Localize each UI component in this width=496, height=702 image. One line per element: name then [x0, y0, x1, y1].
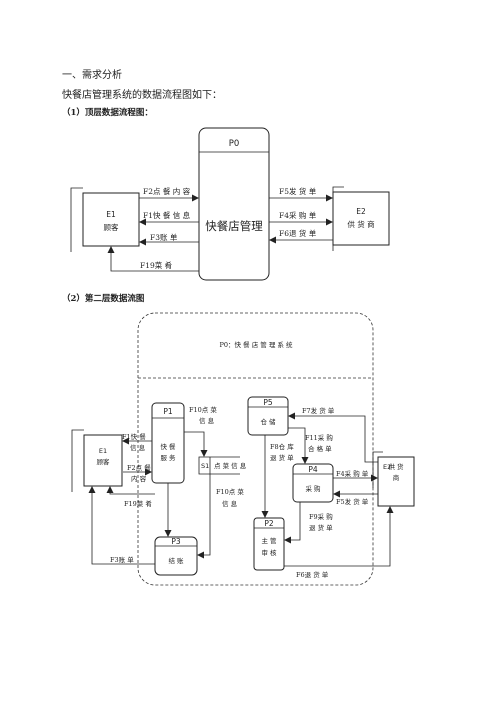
p5-id: P5: [263, 398, 273, 407]
process-p3: P3 结 账: [154, 536, 198, 576]
flow2-f9-label-b: 退 货 单: [309, 523, 333, 532]
p2-id: P2: [264, 519, 274, 528]
e2-id: E2: [356, 207, 366, 216]
p5-name: 仓 储: [260, 417, 276, 426]
flow2-f9-label-a: F9采 购: [309, 512, 333, 521]
flow-f5-label: F5发 货 单: [279, 186, 317, 196]
flow-f4-label: F4采 购 单: [279, 210, 317, 220]
flow2-f11-arrow: [288, 427, 309, 464]
p0-name: 快餐店管理: [205, 219, 263, 233]
top-level-subtitle: （1）顶层数据流程图：: [62, 108, 153, 118]
p4-name: 采 购: [305, 484, 321, 493]
flow2-f3-label: F3账 单: [110, 555, 134, 564]
section-title: 一、需求分析: [62, 70, 122, 81]
flow2-f10-top-label-a: F10点 菜: [189, 405, 217, 414]
process-p5: P5 仓 储: [247, 396, 289, 436]
flow2-f2-label-a: F2点 餐: [127, 463, 151, 472]
p2-name-a: 主 管: [261, 536, 277, 545]
e1-name-level2: 顾客: [97, 457, 111, 466]
e1-name: 顾客: [104, 222, 119, 232]
flow2-f7-arrow: [288, 412, 378, 463]
flow-f3-label: F3账 单: [150, 232, 178, 242]
boundary-title: P0：快 餐 店 管 理 系 统: [220, 340, 293, 349]
flow2-f6-arrow: [284, 506, 394, 567]
entity-e2: E2 供 货 商: [332, 186, 390, 251]
process-p0: P0 快餐店管理: [198, 127, 270, 281]
flow2-f19-label: F19菜 肴: [124, 499, 152, 508]
flow2-f8-label-b: 退 货 单: [270, 453, 294, 462]
e2-name-b-level2: 商: [393, 473, 400, 482]
process-p2: P2 主 管 审 核: [253, 517, 285, 571]
flow-f19-label: F19菜 肴: [140, 260, 173, 270]
e1-id: E1: [106, 210, 116, 219]
p3-id: P3: [171, 537, 181, 546]
e2-name-a-level2: 供 货: [388, 462, 404, 471]
e2-name: 供 货 商: [347, 219, 375, 229]
entity-e1-level2: E1 顾客: [71, 429, 123, 492]
flow2-f10-top-label-b: 信 息: [199, 416, 215, 425]
p0-id: P0: [229, 139, 240, 149]
process-p1: P1 快 餐 服 务: [151, 402, 185, 484]
p1-name-a: 快 餐: [160, 442, 176, 451]
flow2-f10-bottom-label-a: F10点 菜: [216, 487, 244, 496]
flow2-f11-label-b: 合 格 单: [308, 444, 332, 453]
process-p4: P4 采 购: [292, 463, 334, 503]
entity-e1: E1 顾客: [70, 187, 140, 252]
second-level-subtitle: （2）第二层数据流图: [62, 294, 145, 304]
top-level-diagram: P0 快餐店管理 E1 顾客 E2 供 货 商 F2点 餐 内 容 F1快 餐 …: [70, 127, 390, 281]
datastore-s1: S1 点 菜 信 息: [198, 456, 247, 475]
flow-f2-label: F2点 餐 内 容: [143, 186, 191, 196]
second-level-diagram: P0：快 餐 店 管 理 系 统 P1 快 餐 服 务 P5 仓 储 P4 采 …: [71, 312, 415, 586]
intro-text: 快餐店管理系统的数据流程图如下：: [62, 90, 222, 101]
flow2-f1-label-b: 信 息: [130, 443, 146, 452]
flow2-f1-label-a: F1快 餐: [122, 432, 146, 441]
flow2-f6-label: F6退 货 单: [296, 570, 329, 579]
flow2-f10-top-arrow: [184, 431, 208, 457]
p1-id: P1: [163, 407, 173, 416]
p3-name: 结 账: [168, 556, 184, 565]
flow2-f10-bottom-label-b: 信 息: [222, 499, 238, 508]
s1-id: S1: [201, 462, 209, 470]
e2-id-level2: E2: [383, 463, 391, 471]
p1-name-b: 服 务: [160, 453, 176, 462]
flow-f19-arrow: [107, 246, 199, 272]
flow2-f4-label: F4采 购 单: [336, 469, 369, 478]
flow-f6-label: F6退 货 单: [279, 228, 317, 238]
entity-e2-level2: 供 货 商 E2: [372, 451, 415, 507]
e1-id-level2: E1: [99, 447, 107, 455]
p0-boundary: [137, 312, 374, 586]
flow2-f5-label: F5发 货 单: [336, 497, 369, 506]
flow2-f19-arrow: [106, 486, 155, 495]
flow2-f2-label-b: 内 容: [131, 474, 147, 483]
s1-name: 点 菜 信 息: [214, 461, 247, 470]
p2-name-b: 审 核: [261, 548, 277, 557]
flow2-f9-arrow: [284, 502, 301, 544]
flow-f1-label: F1快 餐 信 息: [143, 210, 191, 220]
flow2-f10-bottom-arrow: [197, 474, 211, 559]
flow2-f11-label-a: F11采 购: [305, 433, 333, 442]
flow2-f7-label: F7发 货 单: [302, 406, 335, 415]
flow2-f8-label-a: F8仓 库: [270, 442, 294, 451]
flow2-f3-arrow: [88, 486, 155, 565]
p4-id: P4: [308, 465, 318, 474]
